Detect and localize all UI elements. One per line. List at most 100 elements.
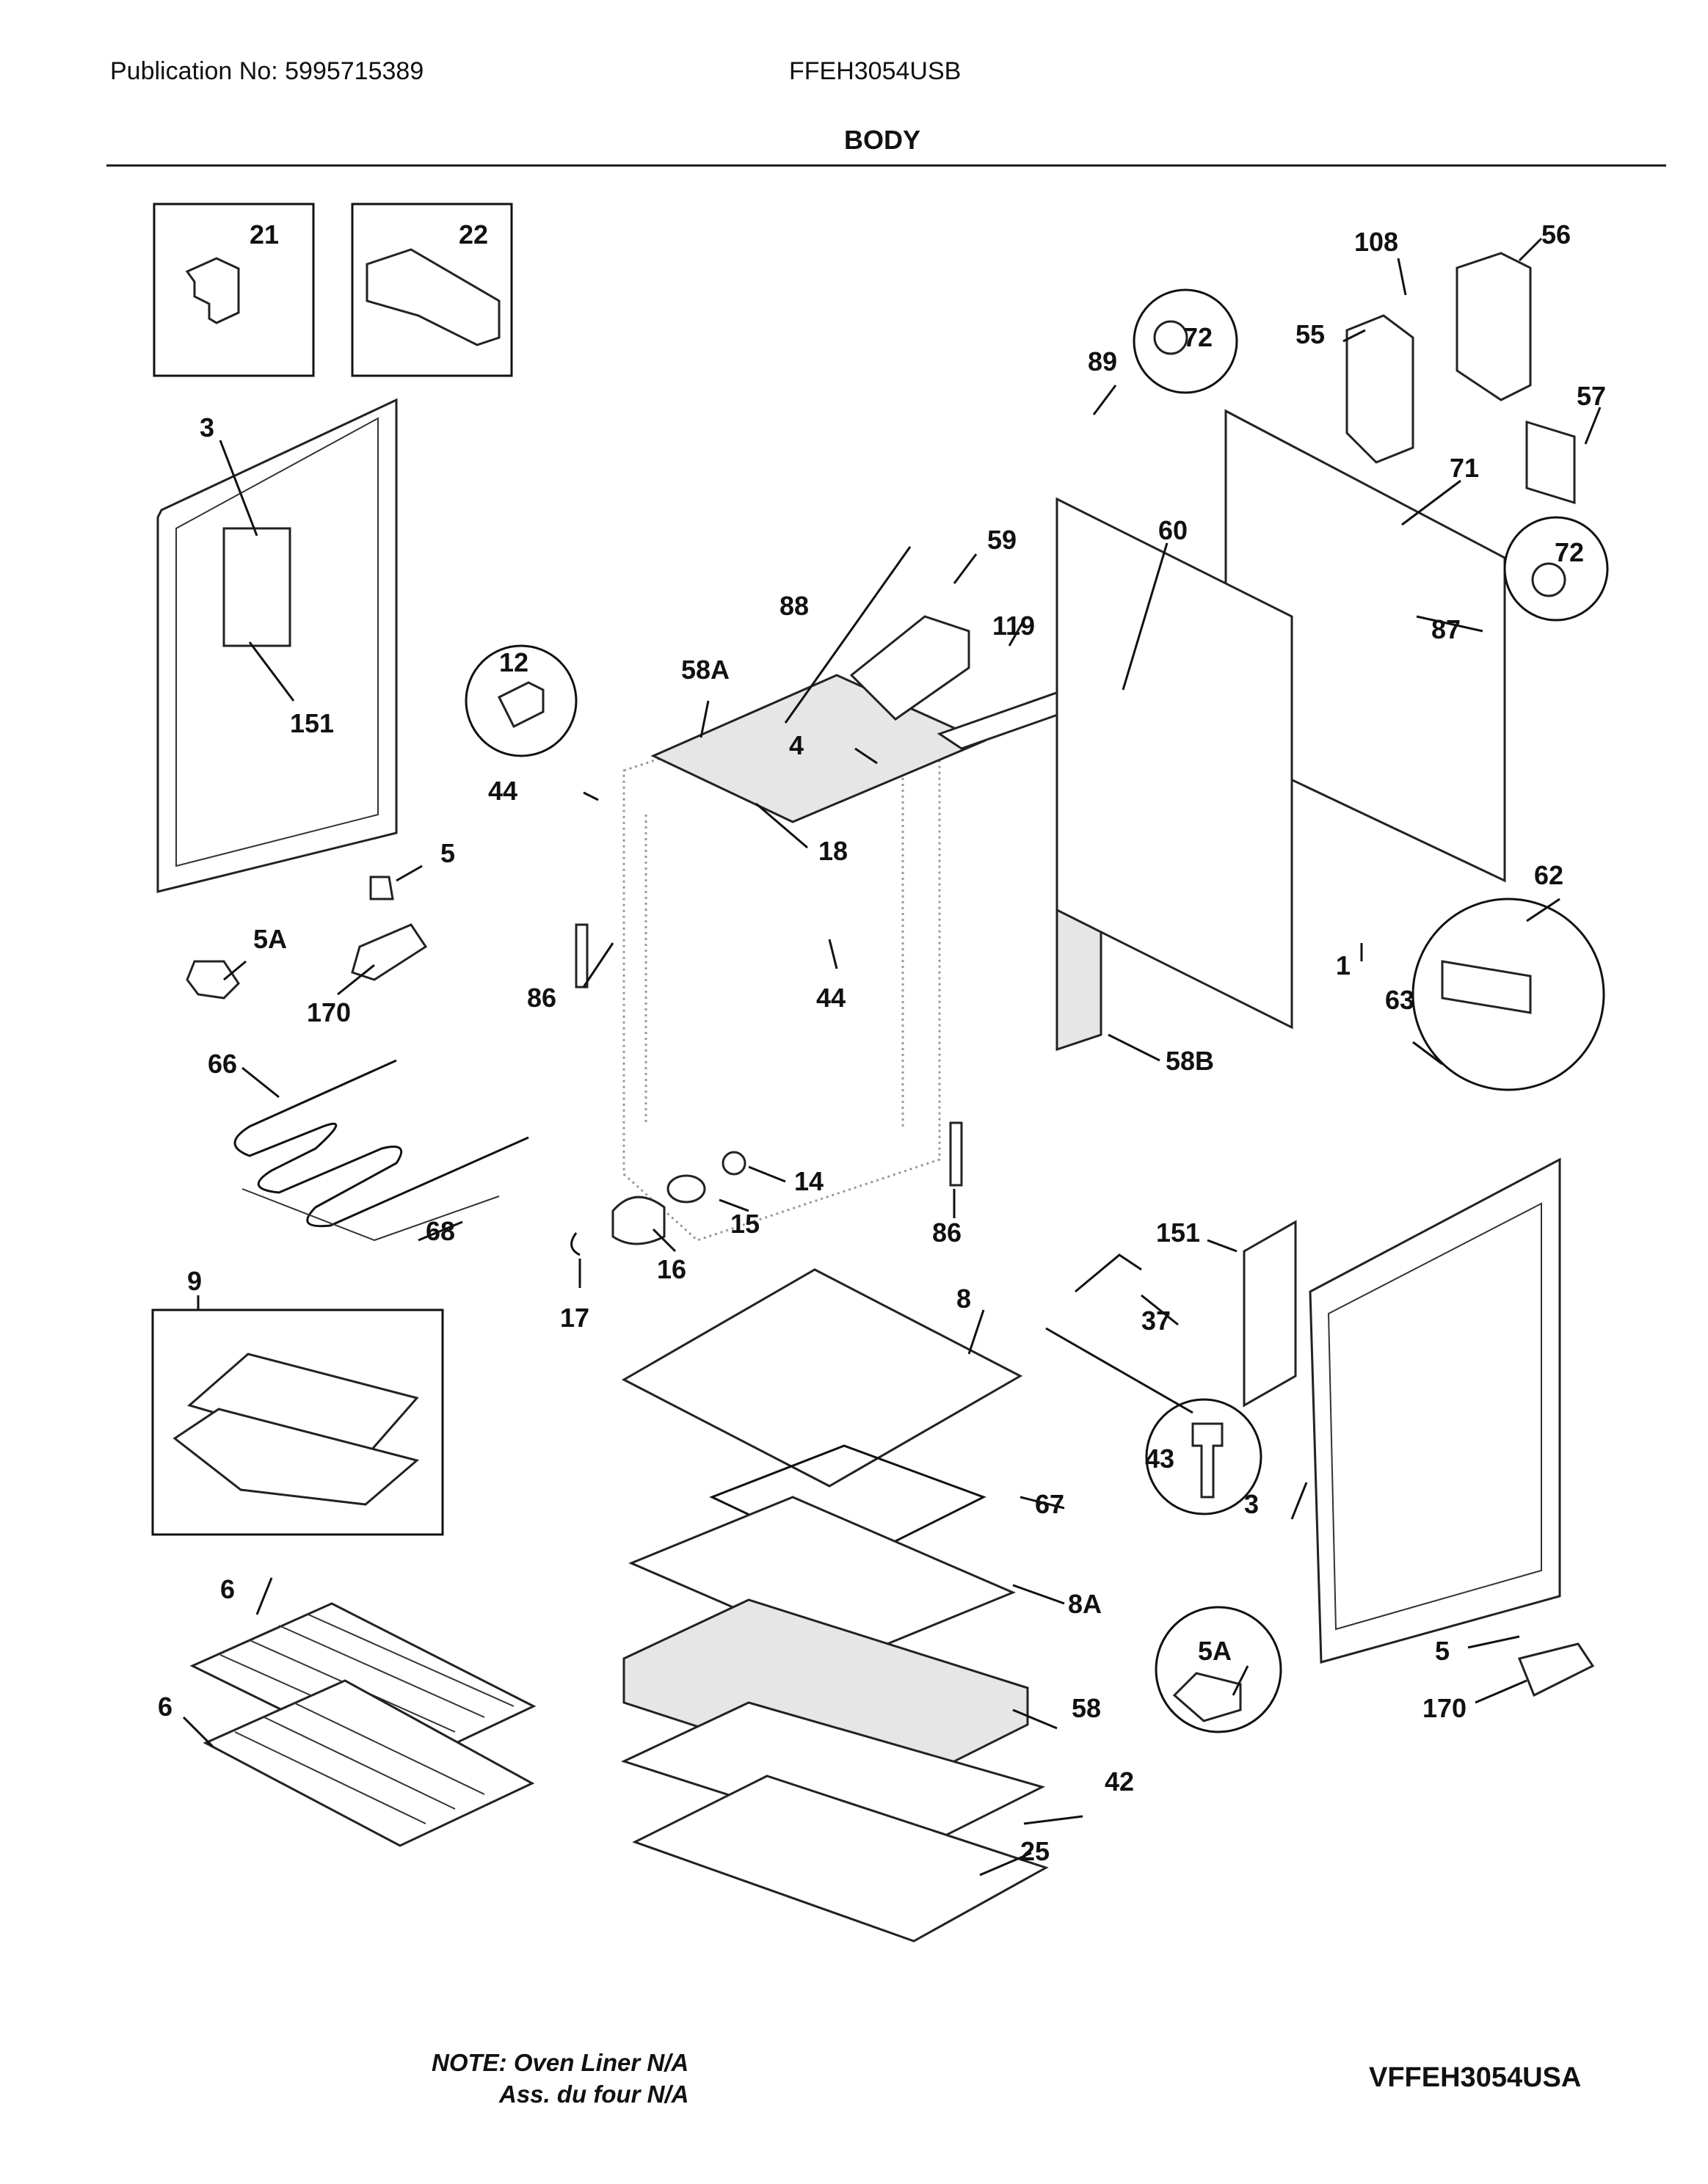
callout-57: 57 [1577,381,1606,411]
part-5A-left-icon [186,960,240,1000]
part-170-right-icon [1517,1642,1595,1697]
callout-3-right: 3 [1244,1489,1259,1519]
note-oven-liner-fr: Ass. du four N/A [499,2081,689,2108]
callout-58B: 58B [1166,1046,1214,1076]
callout-9: 9 [187,1266,202,1296]
part-72-knob-inset-top [1133,288,1238,394]
part-86-clip-right-icon [949,1121,963,1187]
callout-8: 8 [956,1284,971,1314]
part-68-wire [241,1188,500,1242]
section-title: BODY [844,125,921,155]
part-14-socket-icon [722,1151,746,1176]
callout-8A: 8A [1068,1589,1102,1619]
callout-25: 25 [1020,1836,1050,1866]
leader-lines [182,237,1602,1877]
note-oven-liner: NOTE: Oven Liner N/A [432,2049,689,2076]
callout-87: 87 [1431,614,1461,644]
callout-6-upper: 6 [220,1574,235,1604]
callout-5A-right: 5A [1198,1636,1232,1666]
callout-44-lower: 44 [816,983,846,1013]
callout-3-left: 3 [200,412,214,443]
part-43-screw-inset [1145,1398,1262,1515]
callout-151-left: 151 [290,708,334,738]
part-58A-insulation [650,674,986,823]
right-door-panel [1309,1157,1561,1664]
part-151-right-bracket [1243,1220,1297,1408]
callout-170-left: 170 [307,997,351,1027]
callout-88: 88 [779,591,809,621]
callout-21: 21 [250,219,279,250]
callout-15: 15 [730,1209,760,1239]
callout-62: 62 [1534,860,1563,890]
part-25-bottom-panel [632,1774,1049,1943]
part-9-broil-pan-icon [172,1353,420,1506]
part-58-insulation-block [622,1598,1029,1792]
callout-67: 67 [1035,1489,1064,1519]
callout-151-right: 151 [1156,1217,1200,1248]
part-21-latch-icon [185,257,240,324]
callout-63: 63 [1385,985,1414,1015]
callout-17: 17 [560,1303,589,1333]
callout-5-left: 5 [440,838,455,868]
inset-box-9 [151,1308,444,1536]
callout-86-left: 86 [527,983,556,1013]
callout-labels: 21 22 3 151 5 5A 170 66 68 9 6 6 12 44 5… [158,219,1606,1866]
inset-box-21 [153,203,315,377]
callout-22: 22 [459,219,488,250]
part-86-clip-left-icon [575,923,589,989]
callout-68: 68 [426,1216,455,1246]
rear-frame-1 [1055,497,1293,1030]
callout-14: 14 [794,1166,824,1196]
callout-71: 71 [1450,453,1479,483]
part-15-bulb-icon [666,1174,706,1204]
callout-60: 60 [1158,515,1188,545]
callout-55: 55 [1295,319,1325,349]
model-number: FFEH3054USB [789,57,962,85]
left-door-panel [156,398,398,893]
callout-89: 89 [1088,346,1117,376]
oven-cavity-outline [622,688,941,1242]
callout-59: 59 [987,525,1017,555]
part-151-left-bracket [222,527,291,647]
callout-56: 56 [1541,219,1571,250]
callout-37: 37 [1141,1306,1171,1336]
callout-1: 1 [1336,950,1351,980]
part-5-left-icon [369,876,394,900]
part-66-broil-element [233,1059,529,1228]
callout-72-top: 72 [1183,322,1213,352]
callout-43: 43 [1145,1444,1174,1474]
header-divider [106,164,1666,167]
part-5A-right-inset [1155,1606,1282,1733]
part-16-lens-icon [611,1195,666,1245]
part-17-clip-icon [570,1232,581,1256]
callout-170-right: 170 [1422,1693,1467,1723]
part-59-duct [849,615,970,721]
part-37-wire-icon [1075,1253,1142,1293]
part-88-rod [784,546,912,724]
callout-5-right: 5 [1435,1636,1450,1666]
callout-42: 42 [1105,1766,1134,1797]
callout-119: 119 [992,611,1035,641]
part-72-knob-inset-right [1503,516,1609,622]
drawing-code: VFFEH3054USA [1369,2062,1582,2093]
callout-66: 66 [208,1049,237,1079]
part-56-bracket [1456,252,1532,401]
part-12-bulb-inset [465,644,578,757]
callout-44-upper: 44 [488,776,517,806]
part-22-bracket-icon [366,248,501,346]
publication-number: Publication No: 5995715389 [110,57,424,85]
part-55-bracket [1345,314,1414,464]
part-6-lower-rack [203,1679,535,1847]
callout-12: 12 [499,647,528,677]
callout-72-right: 72 [1555,537,1584,567]
callout-5A-left: 5A [253,924,287,954]
part-57-cover [1525,420,1576,505]
part-62-inset [1411,898,1605,1091]
callout-18: 18 [818,836,848,866]
callout-108: 108 [1354,227,1398,257]
part-8-oven-bottom [621,1268,1023,1488]
callout-4: 4 [789,730,804,760]
inset-box-22 [351,203,513,377]
callout-58: 58 [1072,1693,1101,1723]
